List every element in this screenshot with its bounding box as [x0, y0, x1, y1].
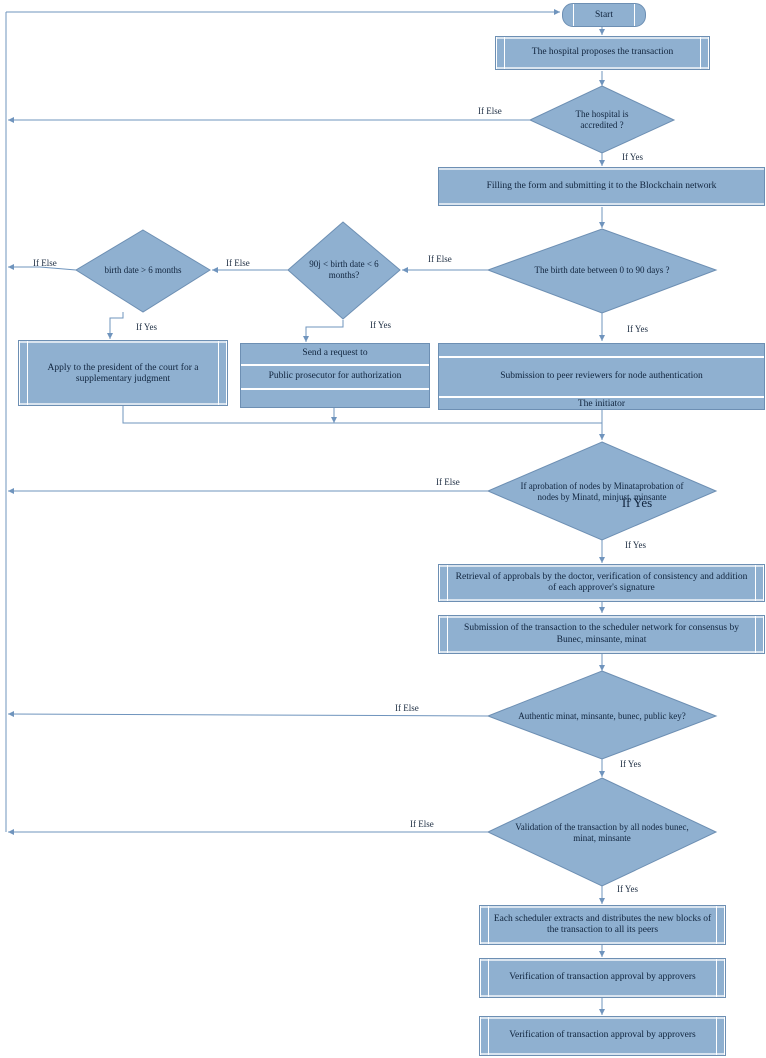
label-if-else-accredited: If Else: [478, 106, 502, 116]
birth-between-text: The birth date between 0 to 90 days ?: [534, 265, 670, 276]
send-request-text: Send a request to: [302, 348, 368, 359]
label-if-yes-accredited: If Yes: [622, 152, 644, 162]
send-request-row: Send a request to: [241, 344, 429, 366]
verification-text-1: Verification of transaction approval by …: [509, 972, 696, 983]
label-if-yes-birth-mid: If Yes: [370, 320, 392, 330]
start-label: Start: [595, 10, 613, 20]
birth-mid-diamond: [287, 221, 401, 320]
label-if-yes-authentic: If Yes: [620, 759, 642, 769]
submission-peer-top-strip: [439, 344, 764, 358]
validation-diamond: [486, 777, 718, 887]
retrieval-box: Retrieval of approbals by the doctor, ve…: [438, 564, 765, 602]
accredited-text: The hospital is accredited ?: [575, 108, 629, 130]
label-if-yes-validation: If Yes: [617, 884, 639, 894]
filling-form-box: Filling the form and submitting it to th…: [438, 167, 765, 206]
birth-gt6-text: birth date > 6 months: [104, 265, 182, 276]
apply-president-box: Apply to the president of the court for …: [18, 340, 228, 406]
verification-box-1: Verification of transaction approval by …: [479, 958, 726, 998]
submission-peer-box: Submission to peer reviewers for node au…: [438, 343, 765, 410]
label-if-yes-approbation: If Yes: [625, 540, 647, 550]
retrieval-text: Retrieval of approbals by the doctor, ve…: [455, 571, 748, 593]
proposes-transaction-text: The hospital proposes the transaction: [531, 47, 674, 58]
label-if-else-authentic: If Else: [395, 703, 419, 713]
approbation-overlay-text: If Yes: [621, 494, 653, 510]
accredited-diamond: [528, 85, 676, 154]
each-scheduler-box: Each scheduler extracts and distributes …: [479, 905, 726, 945]
birth-between-diamond: [486, 228, 718, 314]
public-prosecutor-text: Public prosecutor for authorization: [268, 371, 402, 382]
authentic-text: Authentic minat, minsante, bunec, public…: [518, 711, 686, 722]
validation-text: Validation of the transaction by all nod…: [515, 821, 689, 843]
verification-box-2: Verification of transaction approval by …: [479, 1016, 726, 1056]
label-if-else-birth-mid: If Else: [226, 258, 250, 268]
submission-peer-text: Submission to peer reviewers for node au…: [500, 371, 703, 382]
label-if-else-birth-gt6: If Else: [33, 258, 57, 268]
verification-text-2: Verification of transaction approval by …: [509, 1030, 696, 1041]
label-if-else-validation: If Else: [410, 819, 434, 829]
approbation-text: If aprobation of nodes by Minataprobatio…: [520, 480, 684, 502]
label-if-yes-birth-gt6: If Yes: [136, 322, 158, 332]
birth-gt6-diamond: [75, 229, 211, 313]
submission-scheduler-box: Submission of the transaction to the sch…: [438, 615, 765, 654]
proposes-transaction-box: The hospital proposes the transaction: [495, 36, 710, 70]
birth-mid-text: 90j < birth date < 6 months?: [309, 258, 379, 280]
label-if-else-birth-between: If Else: [428, 254, 452, 264]
public-prosecutor-row: Public prosecutor for authorization: [241, 366, 429, 390]
authentic-diamond: [486, 670, 718, 760]
label-if-else-approbation: If Else: [436, 477, 460, 487]
filling-form-text: Filling the form and submitting it to th…: [486, 180, 717, 191]
initiator-text: The initiator: [577, 398, 626, 409]
approbation-diamond: [486, 441, 718, 541]
submission-peer-row: Submission to peer reviewers for node au…: [439, 358, 764, 398]
initiator-row: The initiator: [439, 398, 764, 411]
start-terminator: Start: [562, 3, 646, 27]
submission-scheduler-text: Submission of the transaction to the sch…: [464, 623, 739, 645]
each-scheduler-text: Each scheduler extracts and distributes …: [493, 913, 712, 935]
label-if-yes-birth-between: If Yes: [627, 324, 649, 334]
prosecutor-request-box: Send a request to Public prosecutor for …: [240, 343, 430, 408]
apply-president-text: Apply to the president of the court for …: [47, 363, 199, 385]
